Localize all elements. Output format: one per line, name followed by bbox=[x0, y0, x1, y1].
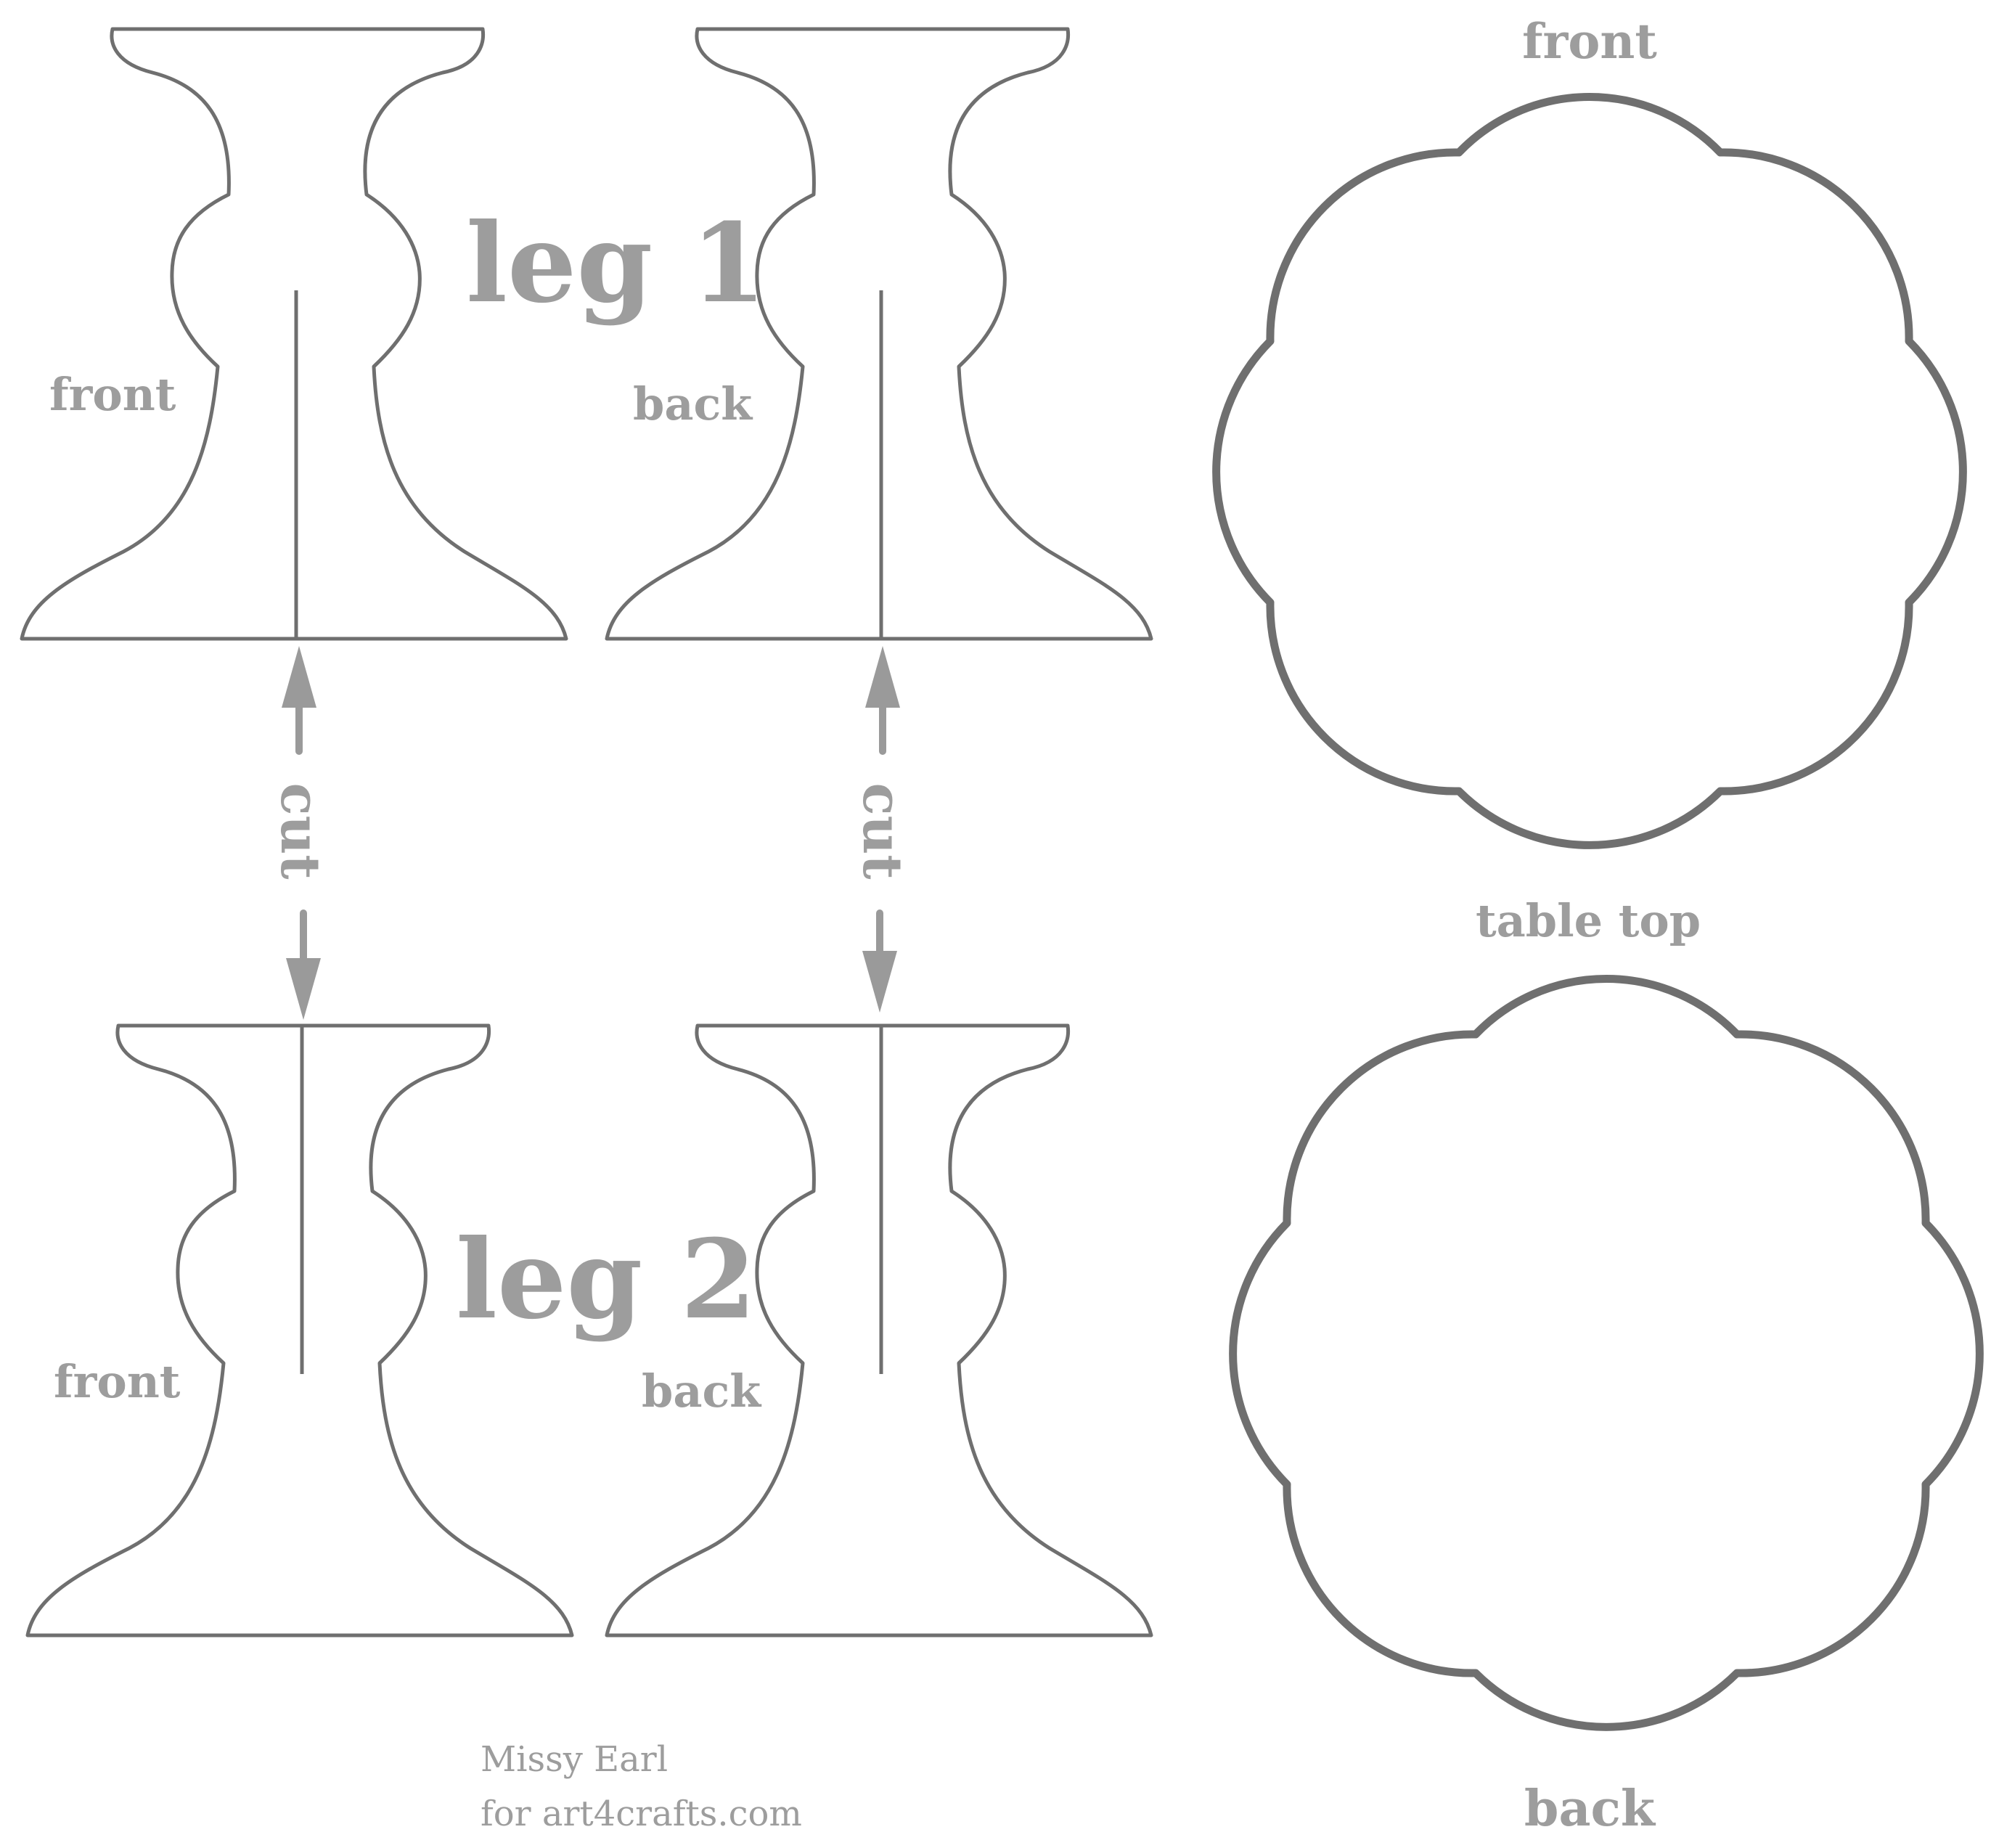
leg1-back-piece bbox=[607, 29, 1151, 639]
leg2-title: leg 2 bbox=[456, 1216, 756, 1344]
table-top-front-piece bbox=[1217, 97, 1963, 845]
cut-arrow-right bbox=[862, 646, 900, 1013]
leg2-back-label: back bbox=[642, 1365, 762, 1418]
leg1-front-label: front bbox=[49, 368, 176, 421]
credit-author: Missy Earl bbox=[481, 1739, 668, 1780]
credit-site: for art4crafts.com bbox=[481, 1794, 802, 1834]
table-top-back-label: back bbox=[1524, 1780, 1656, 1838]
table-top-title: table top bbox=[1476, 894, 1701, 947]
cut-label-left: cut bbox=[269, 782, 331, 879]
leg1-front-piece bbox=[22, 29, 566, 639]
table-top-back-piece bbox=[1233, 978, 1980, 1727]
table-top-front-label: front bbox=[1522, 13, 1657, 70]
cut-arrow-left bbox=[282, 646, 321, 1020]
leg2-front-label: front bbox=[54, 1355, 181, 1408]
cut-label-right: cut bbox=[851, 782, 913, 879]
leg1-title: leg 1 bbox=[466, 200, 766, 327]
leg1-back-label: back bbox=[633, 377, 753, 430]
